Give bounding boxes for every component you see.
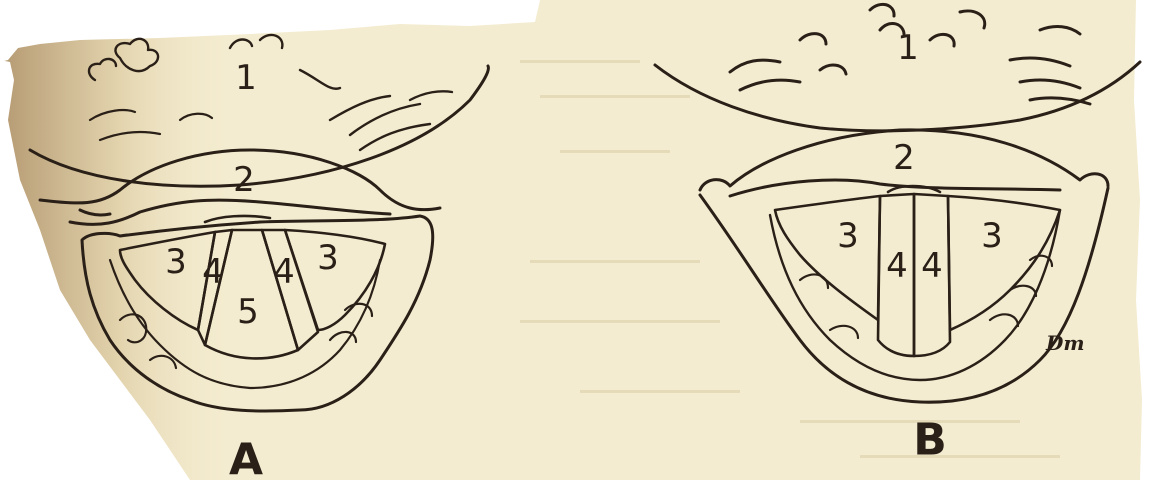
figure-b-label-3-left: 3 — [837, 216, 859, 256]
figure-b-label-1: 1 — [897, 28, 919, 68]
figure-a-panel-label: A — [229, 435, 263, 480]
figure-b-panel-label: B — [913, 415, 947, 466]
figure-b-signature: Dm — [1045, 331, 1085, 355]
figure-a-label-2: 2 — [233, 160, 255, 200]
figure-a-label-3-right: 3 — [317, 238, 339, 278]
figure-b-label-3-right: 3 — [981, 216, 1003, 256]
figure-b-label-4-left: 4 — [886, 246, 908, 286]
figure-a-label-1: 1 — [235, 58, 257, 98]
figure-b-label-2: 2 — [893, 138, 915, 178]
figure-a-label-5: 5 — [237, 292, 259, 332]
figure-a-label-3-left: 3 — [165, 242, 187, 282]
figure-a-label-4-right: 4 — [273, 252, 295, 292]
figure-b-label-4-right: 4 — [921, 246, 943, 286]
figure-a-label-4-left: 4 — [202, 252, 224, 292]
